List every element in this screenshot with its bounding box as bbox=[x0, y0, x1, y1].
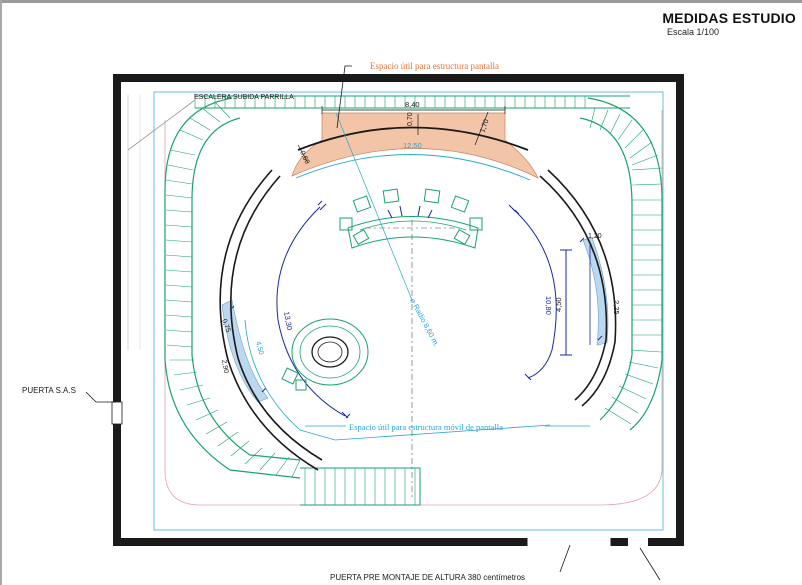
cyan-guide-lines bbox=[244, 112, 551, 441]
central-desk bbox=[339, 188, 483, 249]
mobile-screen-arcs bbox=[276, 206, 591, 417]
plan-scale: Escala 1/100 bbox=[667, 27, 720, 37]
dimension-line-840 bbox=[297, 106, 506, 164]
center-axis bbox=[365, 220, 462, 500]
screen-structure-zone bbox=[291, 112, 539, 179]
screen-area-label: Espacio útil para estructura pantalla bbox=[370, 61, 499, 71]
round-stage-platform bbox=[281, 318, 369, 391]
audience-seating bbox=[164, 95, 663, 506]
dim-120: 1,20 bbox=[588, 233, 602, 240]
dim-290: 2,90 bbox=[220, 359, 229, 374]
studio-walls bbox=[111, 74, 684, 547]
dim-1080: 10,80 bbox=[544, 296, 553, 315]
callout-lines bbox=[85, 65, 661, 581]
mobile-screen-area-label: Espacio útil para estructura móvil de pa… bbox=[349, 422, 503, 432]
dim-1330: 13,30 bbox=[282, 311, 294, 331]
dim-450-left: 4,50 bbox=[254, 341, 264, 356]
dim-225: 2,25 bbox=[612, 300, 621, 315]
stair-label: ESCALERA SUBIDA PARRILLA bbox=[194, 94, 294, 101]
dim-070: 0,70 bbox=[407, 112, 414, 126]
radius-label: ⌀ Radio 8,60 m. bbox=[408, 297, 441, 348]
dim-450-right: 4,50 bbox=[554, 297, 563, 312]
dim-840: 8,40 bbox=[405, 100, 420, 109]
dimension-labels: 8,40 0,70 1,70 0,60 12,50 1,20 10,80 4,5… bbox=[220, 100, 621, 374]
door-sas-label: PUERTA S.A.S bbox=[22, 386, 76, 395]
dim-170: 1,70 bbox=[479, 118, 490, 133]
plan-title: MEDIDAS ESTUDIO bbox=[662, 10, 796, 26]
mount-door-label: PUERTA PRE MONTAJE DE ALTURA 380 centíme… bbox=[330, 573, 525, 582]
inner-perimeter-lines bbox=[127, 91, 664, 531]
window-left-border bbox=[0, 0, 2, 585]
dimension-ticks bbox=[229, 200, 603, 419]
dim-1250: 12,50 bbox=[403, 141, 422, 150]
dim-075: 0,75 bbox=[220, 318, 231, 333]
window-top-border bbox=[0, 0, 802, 3]
right-side-blue-zone bbox=[582, 237, 609, 346]
stage-arcs bbox=[219, 126, 617, 471]
